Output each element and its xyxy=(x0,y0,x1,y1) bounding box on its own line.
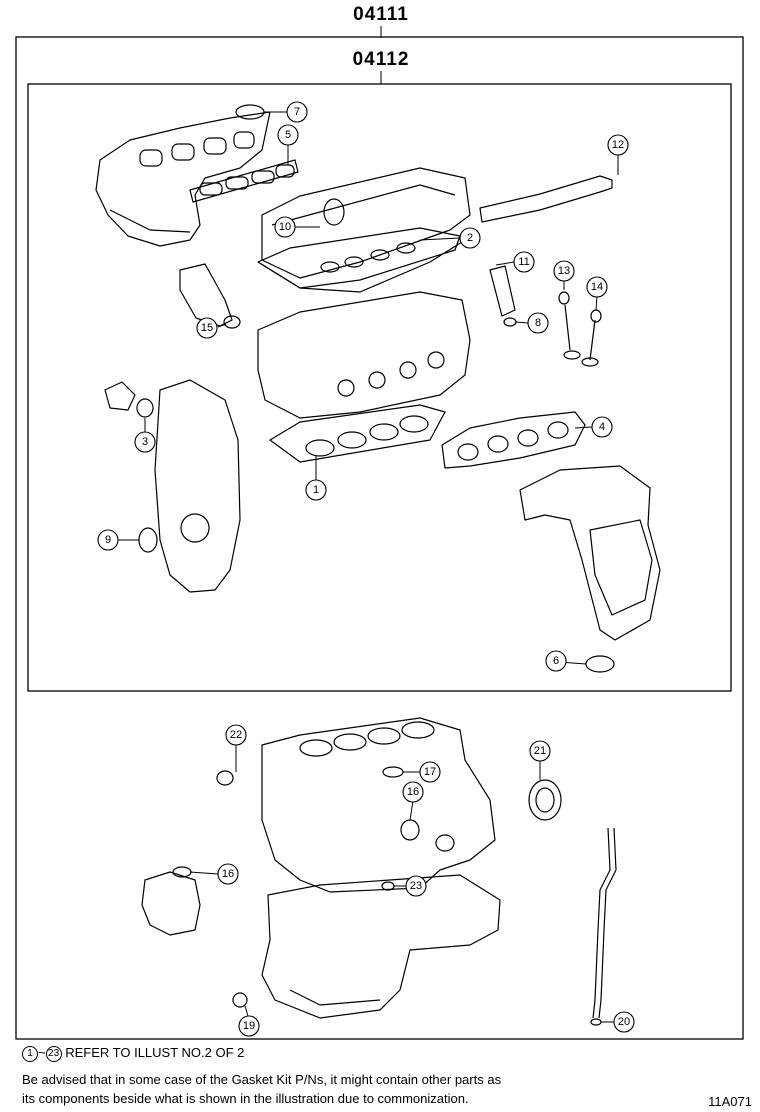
oil-pan-drawing xyxy=(261,874,501,1019)
cylinder-head-gasket-drawing xyxy=(269,404,446,463)
intake-manifold-gasket-drawing xyxy=(189,159,299,203)
outer-kit-frame xyxy=(15,36,744,1040)
callout-bubble-10 xyxy=(274,216,296,238)
oil-pump-drawing xyxy=(141,866,201,936)
callout-bubble-7 xyxy=(286,101,308,123)
callout-bubble-12 xyxy=(607,134,629,156)
inner-assembly-code: 04112 xyxy=(353,49,410,70)
callout-numbers: 1 2 3 4 5 6 7 8 9 10 11 12 13 14 15 16 1… xyxy=(105,106,630,1032)
callout-21: 21 xyxy=(534,745,546,757)
callout-bubble-21 xyxy=(225,724,247,746)
callout-bubble-16a xyxy=(402,781,424,803)
outer-assembly-code: 04111 xyxy=(353,4,409,25)
callout-bubble-9 xyxy=(97,529,119,551)
range-start-badge: 1 xyxy=(22,1045,38,1062)
callout-7: 7 xyxy=(294,106,300,118)
callout-bubble-14 xyxy=(586,276,608,298)
front-oil-seal-drawing xyxy=(138,527,158,553)
exhaust-pipe-gasket-drawing xyxy=(585,655,615,673)
callout-5: 5 xyxy=(285,129,291,141)
callout-bubble-18 xyxy=(529,740,551,762)
dipstick-guide-drawing xyxy=(592,827,611,1019)
callout-bubble-6 xyxy=(545,650,567,672)
cylinder-head-drawing xyxy=(257,291,471,419)
advisory-line-1: Be advised that in some case of the Gask… xyxy=(22,1072,502,1087)
callout-20: 20 xyxy=(618,1016,630,1028)
callout-17: 17 xyxy=(424,766,436,778)
range-separator: ~ xyxy=(38,1045,46,1060)
exhaust-valve-drawing xyxy=(581,309,602,367)
callout-15: 15 xyxy=(201,322,213,334)
callout-6: 6 xyxy=(553,655,559,667)
callout-19: 19 xyxy=(243,1020,255,1032)
callout-13: 13 xyxy=(558,265,570,277)
callout-1: 1 xyxy=(313,484,319,496)
callout-2: 2 xyxy=(467,232,473,244)
callout-bubble-1 xyxy=(305,479,327,501)
plug-drawing xyxy=(435,834,455,852)
drain-plug-gasket-19-drawing xyxy=(232,992,248,1008)
throttle-gasket-drawing xyxy=(235,104,265,120)
callout-bubble-5 xyxy=(277,124,299,146)
callout-bubble-2 xyxy=(459,227,481,249)
callout-9: 9 xyxy=(105,534,111,546)
callout-8: 8 xyxy=(535,317,541,329)
callout-23: 23 xyxy=(410,880,422,892)
refer-text: REFER TO ILLUST NO.2 OF 2 xyxy=(65,1045,245,1060)
callout-3: 3 xyxy=(142,436,148,448)
callout-14: 14 xyxy=(591,281,603,293)
water-outlet-gasket-drawing xyxy=(382,766,404,778)
callout-22: 22 xyxy=(230,729,242,741)
o-ring-23-drawing xyxy=(381,881,395,891)
callout-bubble-13 xyxy=(553,260,575,282)
callout-16b: 16 xyxy=(222,868,234,880)
timing-chain-cover-drawing xyxy=(104,379,241,593)
callout-bubble-15 xyxy=(196,317,218,339)
intake-manifold-drawing xyxy=(95,111,271,247)
refer-note: 1~23 REFER TO ILLUST NO.2 OF 2 xyxy=(22,1045,244,1062)
callout-bubble-16b xyxy=(217,863,239,885)
callout-bubble-4 xyxy=(591,416,613,438)
callout-bubbles xyxy=(97,101,635,1037)
inner-kit-frame xyxy=(27,83,732,692)
callout-bubble-17 xyxy=(419,761,441,783)
callout-bubble-11 xyxy=(513,251,535,273)
rear-oil-seal-drawing xyxy=(528,779,562,821)
exhaust-manifold-gasket-drawing xyxy=(441,411,586,469)
callout-12: 12 xyxy=(612,139,624,151)
advisory-line-2: its components beside what is shown in t… xyxy=(22,1091,469,1106)
intake-valve-drawing xyxy=(558,291,581,360)
spark-plug-tube-gaskets xyxy=(320,242,416,273)
callout-leaders xyxy=(118,111,619,1023)
oil-seal-18-drawing xyxy=(400,819,420,841)
callout-4: 4 xyxy=(599,421,605,433)
callout-bubble-20 xyxy=(613,1011,635,1033)
cylinder-block-drawing xyxy=(261,717,496,893)
callout-bubble-8 xyxy=(527,312,549,334)
callout-16a: 16 xyxy=(407,786,419,798)
drain-plug-gasket-22-drawing xyxy=(216,770,234,786)
injector-drawing xyxy=(489,265,517,327)
head-cover-gasket-drawing xyxy=(257,227,461,289)
oil-control-valve-drawing xyxy=(179,263,241,329)
range-end-badge: 23 xyxy=(45,1045,62,1062)
exhaust-manifold-drawing xyxy=(519,465,661,641)
callout-bubble-19 xyxy=(238,1015,260,1037)
figure-code: 11A071 xyxy=(708,1094,752,1109)
callout-11: 11 xyxy=(518,256,529,268)
callout-bubble-3 xyxy=(134,431,156,453)
callout-bubble-22 xyxy=(405,875,427,897)
callout-10: 10 xyxy=(279,221,291,233)
